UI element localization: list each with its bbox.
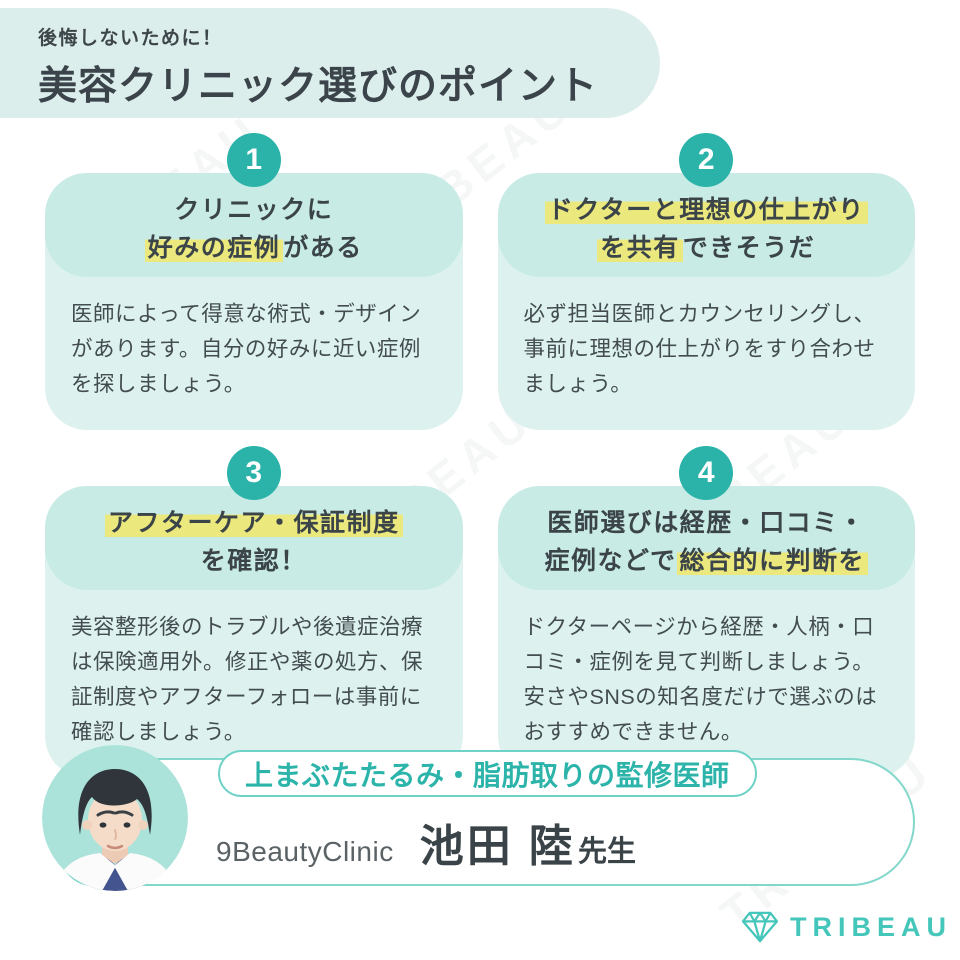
point-description: 美容整形後のトラブルや後遺症治療は保険適用外。修正や薬の処方、保証制度やアフター… xyxy=(71,615,424,745)
doctor-info: 9BeautyClinic 池田 陸 先生 xyxy=(216,810,636,874)
page-header: 後悔しないために！ 美容クリニック選びのポイント xyxy=(0,8,660,118)
clinic-name: 9BeautyClinic xyxy=(216,836,394,867)
point-number-badge: 1 xyxy=(226,133,281,187)
diamond-icon xyxy=(741,911,779,943)
points-grid: 1 クリニックに好みの症例がある 医師によって得意な術式・デザインがあります。自… xyxy=(0,133,960,779)
point-card: 1 クリニックに好みの症例がある 医師によって得意な術式・デザインがあります。自… xyxy=(45,133,463,431)
point-number-badge: 2 xyxy=(679,133,734,187)
point-number-badge: 3 xyxy=(226,446,281,501)
point-title: 医師選びは経歴・口コミ・症例などで総合的に判断を xyxy=(497,486,915,591)
doctor-name: 池田 陸 xyxy=(419,822,576,871)
point-description: 必ず担当医師とカウンセリングし、事前に理想の仕上がりをすり合わせましょう。 xyxy=(523,302,876,397)
point-title: ドクターと理想の仕上がりを共有できそうだ xyxy=(497,173,915,277)
point-description: 医師によって得意な術式・デザインがあります。自分の好みに近い症例を探しましょう。 xyxy=(71,302,422,397)
point-number: 2 xyxy=(697,143,715,176)
point-number: 3 xyxy=(245,456,263,490)
doctor-honorific: 先生 xyxy=(577,836,636,868)
point-card: 4 医師選びは経歴・口コミ・症例などで総合的に判断を ドクターページから経歴・人… xyxy=(497,446,915,779)
page-title: 美容クリニック選びのポイント xyxy=(38,65,599,108)
point-number: 4 xyxy=(697,456,715,490)
doctor-specialty-badge: 上まぶたたるみ・脂肪取りの監修医師 xyxy=(218,750,757,797)
header-tagline: 後悔しないために！ xyxy=(38,28,223,49)
brand-logo-text: TRIBEAU xyxy=(790,911,952,942)
doctor-portrait-illustration xyxy=(42,745,188,891)
point-card: 2 ドクターと理想の仕上がりを共有できそうだ 必ず担当医師とカウンセリングし、事… xyxy=(497,133,915,431)
point-number: 1 xyxy=(245,143,263,176)
point-number-badge: 4 xyxy=(679,446,734,501)
point-card: 3 アフターケア・保証制度を確認！ 美容整形後のトラブルや後遺症治療は保険適用外… xyxy=(45,446,463,779)
doctor-photo xyxy=(42,745,188,891)
point-title: アフターケア・保証制度を確認！ xyxy=(45,486,463,591)
brand-logo: TRIBEAU xyxy=(741,911,952,943)
point-description: ドクターページから経歴・人柄・口コミ・症例を見て判断しましょう。安さやSNSの知… xyxy=(523,615,878,745)
point-title: クリニックに好みの症例がある xyxy=(45,173,463,277)
